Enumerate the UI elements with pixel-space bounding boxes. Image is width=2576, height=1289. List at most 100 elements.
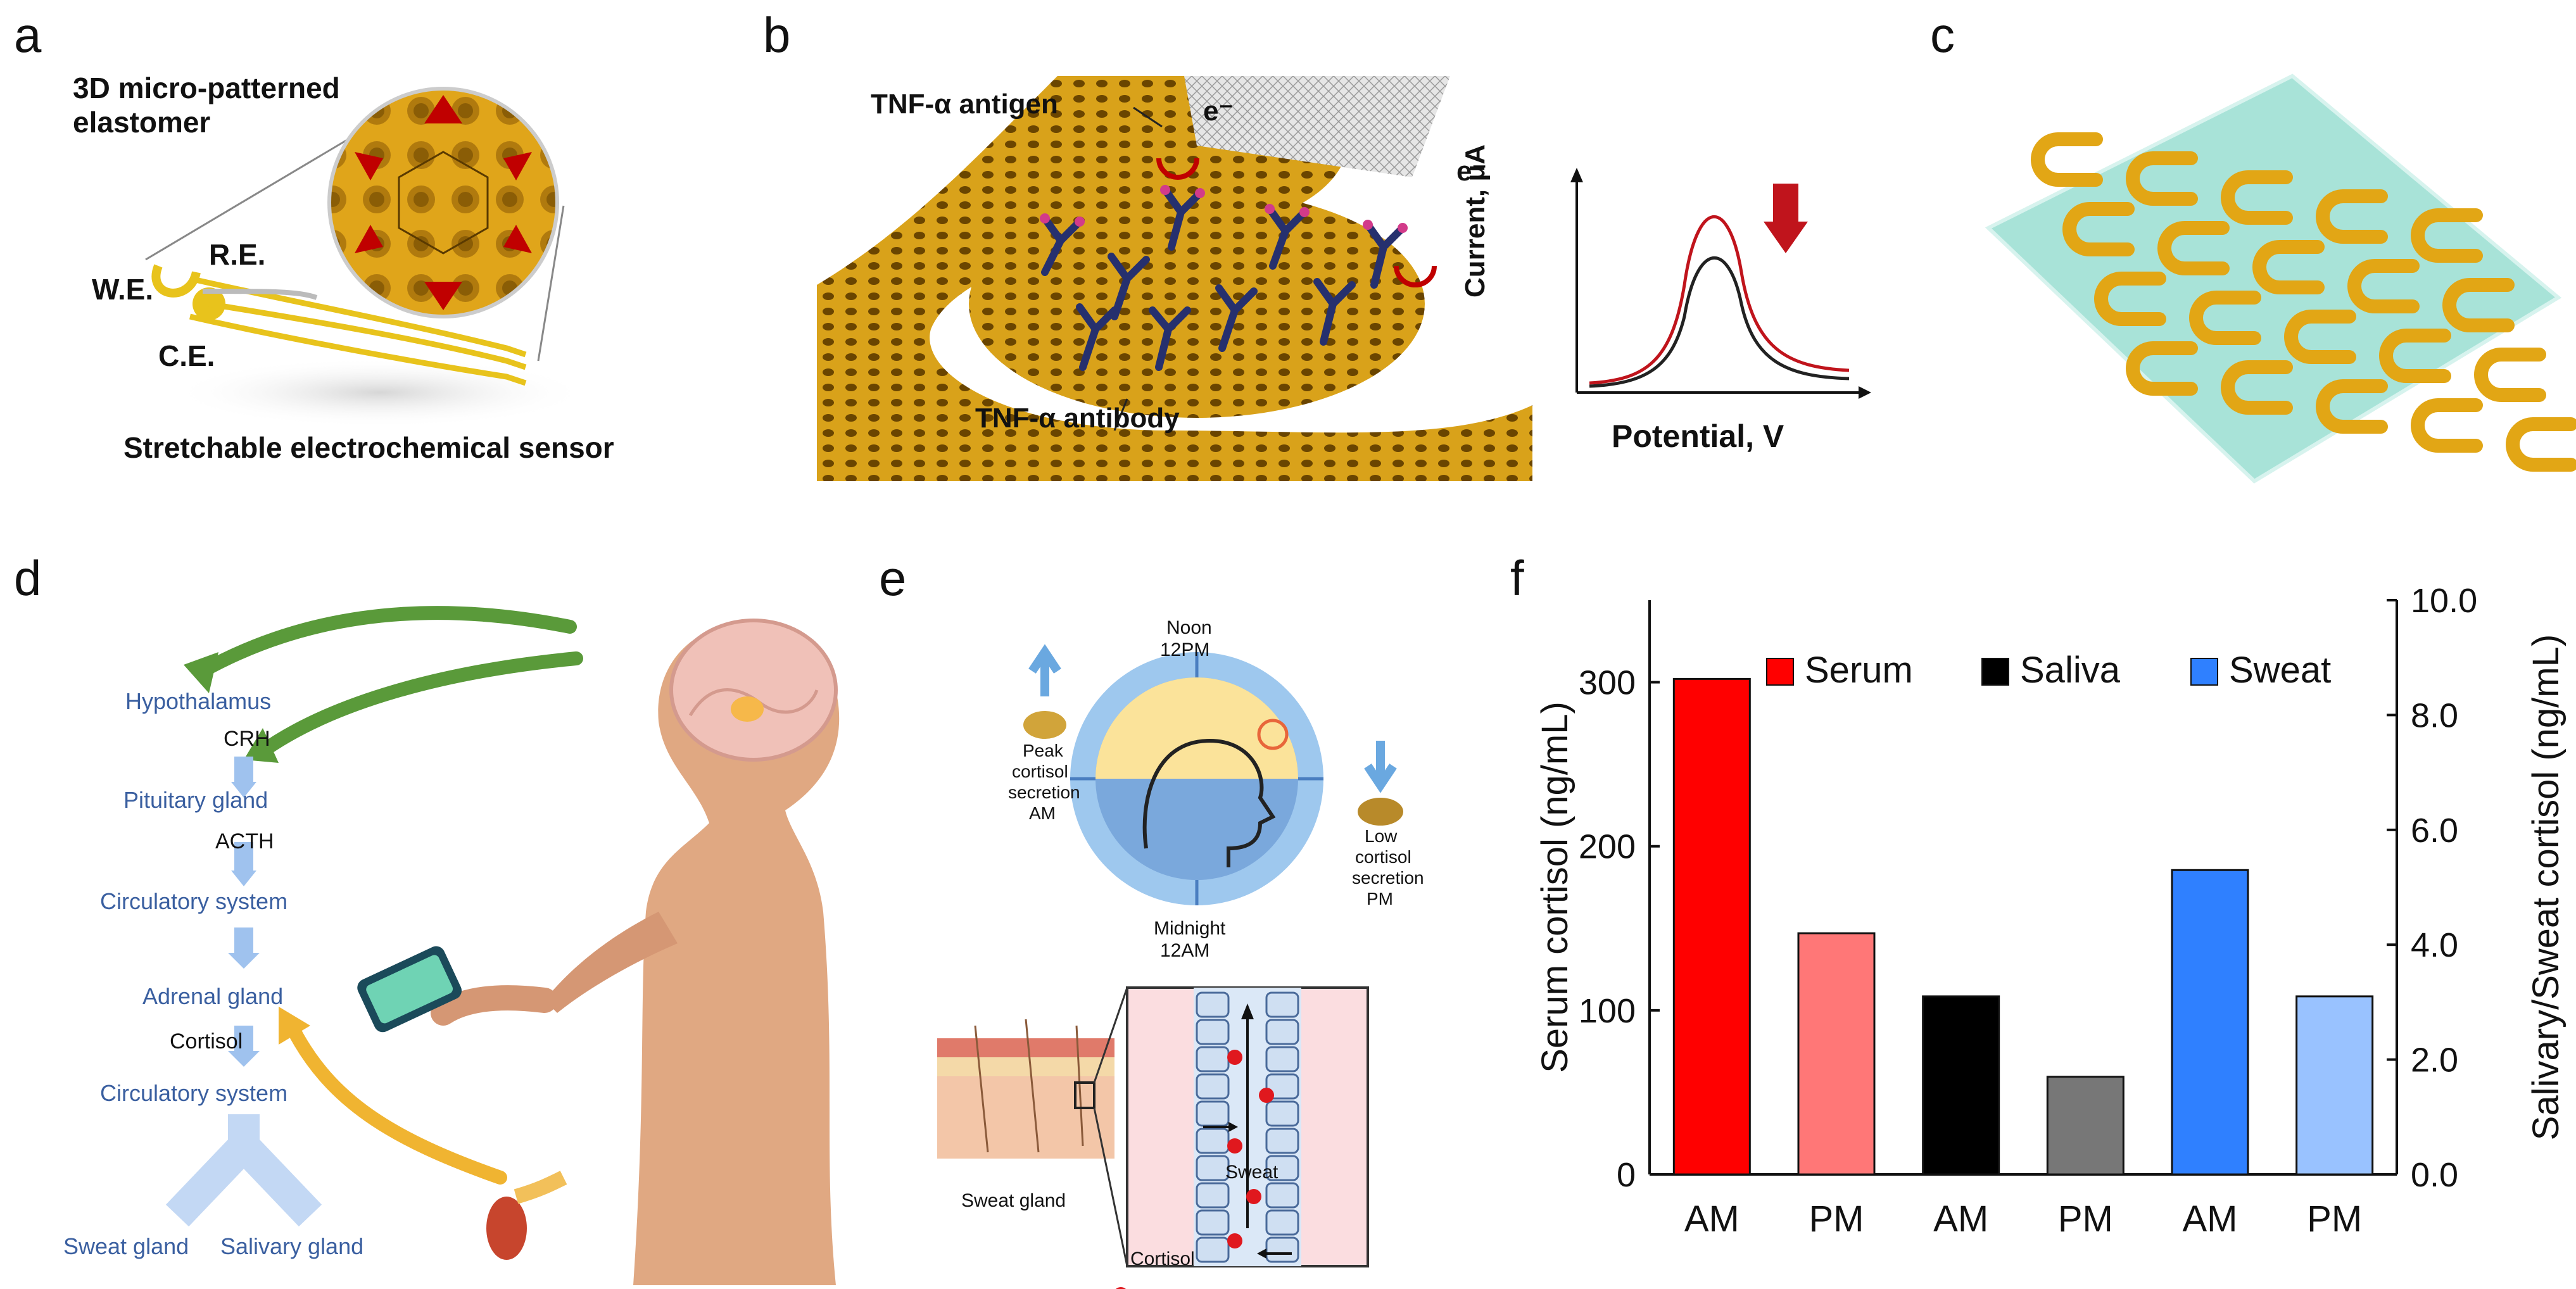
antigen-label: TNF-α antigen	[871, 89, 1058, 120]
duct-cell	[1196, 1236, 1230, 1263]
we-label: W.E.	[92, 273, 154, 306]
noon-label: Noon	[1166, 617, 1212, 638]
flow-crh: CRH	[224, 727, 270, 751]
peak-line-3: secretion	[1008, 783, 1080, 802]
electrode-shape	[2411, 398, 2483, 453]
panel-label-b: b	[763, 7, 791, 63]
panel-label-a: a	[14, 7, 42, 63]
x-tick-label: PM	[2307, 1198, 2362, 1240]
electrode-shape	[2442, 278, 2515, 332]
bar-saliva-am	[1922, 995, 2000, 1176]
electrode-shape	[2411, 208, 2483, 263]
legend-swatch-serum	[1766, 658, 1794, 686]
bar-serum-pm	[1797, 932, 1876, 1176]
panel-a-title-line1: 3D micro-patterned	[73, 72, 340, 104]
duct-cell	[1196, 991, 1230, 1018]
electrode-shape	[2506, 417, 2576, 472]
cv-curve-plot	[1570, 168, 1871, 399]
peak-line-1: Peak	[1023, 741, 1063, 760]
duct-cell	[1265, 1182, 1299, 1209]
electrode-shape	[2031, 132, 2103, 187]
cv-xlabel: Potential, V	[1612, 418, 1784, 454]
ce-label: C.E.	[158, 339, 215, 372]
sweat-label: Sweat	[1225, 1162, 1279, 1183]
legend-label-serum: Serum	[1805, 650, 1913, 691]
bar-sweat-am	[2171, 869, 2249, 1176]
electrode-shape	[2062, 202, 2135, 256]
x-tick-label: AM	[1933, 1198, 1988, 1240]
flow-sweat-gland: Sweat gland	[63, 1233, 189, 1259]
duct-cell	[1196, 1073, 1230, 1100]
panel-label-c: c	[1930, 7, 1955, 63]
electrode-shape	[2316, 189, 2388, 244]
flow-hypothalamus: Hypothalamus	[125, 688, 272, 714]
right-tick-label: 0.0	[2411, 1156, 2458, 1194]
duct-cell	[1196, 1155, 1230, 1181]
midnight-time: 12AM	[1160, 940, 1210, 961]
duct-cell	[1265, 1046, 1299, 1072]
left-tick-label: 200	[1579, 828, 1636, 866]
left-tick-label: 300	[1579, 664, 1636, 702]
flow-cortisol: Cortisol	[170, 1029, 243, 1053]
duct-cell	[1265, 1073, 1299, 1100]
sensor-array-illustration	[1985, 73, 2576, 484]
duct-cell	[1265, 1128, 1299, 1154]
panel-a-title-line2: elastomer	[73, 106, 211, 139]
right-tick-label: 4.0	[2411, 926, 2458, 964]
electrode-shape	[2221, 170, 2293, 225]
panel-a-caption: Stretchable electrochemical sensor	[123, 431, 614, 464]
electrode-shape	[2094, 272, 2166, 326]
low-line-4: PM	[1367, 889, 1393, 909]
low-line-3: secretion	[1352, 868, 1424, 888]
sweat-gland-label: Sweat gland	[961, 1190, 1066, 1211]
flow-adrenal: Adrenal gland	[142, 983, 284, 1009]
electron-label-1: e⁻	[1203, 96, 1234, 127]
electrode-shape	[2316, 379, 2388, 434]
electrode-shape	[2284, 310, 2356, 364]
flow-salivary-gland: Salivary gland	[220, 1233, 364, 1259]
duct-cell	[1265, 991, 1299, 1018]
right-tick-label: 10.0	[2411, 582, 2477, 620]
electrode-shape	[2126, 151, 2198, 206]
antibody-label: TNF-α antibody	[975, 403, 1180, 434]
duct-cell	[1265, 1155, 1299, 1181]
re-label: R.E.	[209, 238, 266, 271]
electrode-shape	[2221, 360, 2293, 415]
legend-label-saliva: Saliva	[2020, 650, 2121, 691]
legend-swatch-sweat	[2190, 658, 2218, 686]
electrode-shape	[2379, 329, 2451, 383]
x-tick-label: AM	[2183, 1198, 2238, 1240]
circadian-clock-illustration	[1070, 652, 1323, 905]
electron-label-2: e⁻	[1456, 156, 1487, 187]
electrode-shape	[2126, 341, 2198, 396]
duct-cell	[1265, 1209, 1299, 1236]
legend-swatch-saliva	[1981, 658, 2009, 686]
human-illustration	[357, 619, 840, 1285]
duct-cell	[1265, 1100, 1299, 1127]
flow-acth: ACTH	[215, 829, 274, 853]
duct-cell	[1265, 1019, 1299, 1045]
right-tick-label: 2.0	[2411, 1041, 2458, 1079]
midnight-label: Midnight	[1154, 918, 1226, 939]
x-tick-label: PM	[2058, 1198, 2113, 1240]
antibody-illustration	[817, 76, 1532, 481]
noon-time: 12PM	[1160, 639, 1210, 660]
bar-serum-am	[1672, 677, 1751, 1176]
low-line-1: Low	[1365, 826, 1398, 846]
electrode-shape	[2252, 240, 2325, 294]
flow-circulatory-2: Circulatory system	[100, 1080, 288, 1106]
right-tick-label: 6.0	[2411, 812, 2458, 850]
left-tick-label: 0	[1617, 1156, 1636, 1194]
duct-cell	[1196, 1209, 1230, 1236]
panel-label-f: f	[1510, 550, 1524, 606]
y-axis-label-left: Serum cortisol (ng/mL)	[1534, 701, 1575, 1073]
hormone-arrows	[165, 606, 583, 1227]
sensor-illustration	[145, 87, 589, 427]
legend-label-sweat: Sweat	[2229, 650, 2331, 691]
secretion-icons	[1023, 644, 1403, 826]
peak-line-2: cortisol	[1012, 762, 1068, 781]
duct-cell	[1196, 1128, 1230, 1154]
electrode-shape	[2189, 291, 2261, 345]
peak-line-4: AM	[1029, 803, 1056, 823]
